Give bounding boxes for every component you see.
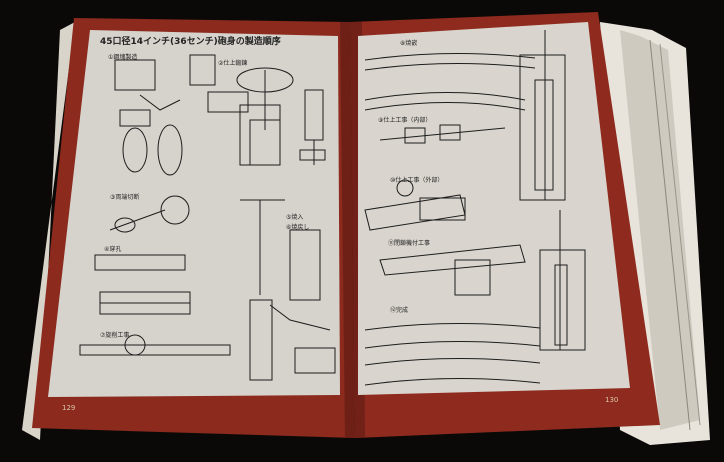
- left-page-drawings: [79, 54, 336, 381]
- page-stack-left: [22, 22, 75, 440]
- step-label: ③両端切断: [110, 194, 140, 201]
- saw-blade-sketch: [160, 195, 190, 225]
- step-label: ⑫完成: [390, 307, 409, 314]
- right-page-drawings: [364, 30, 586, 386]
- step-label: ⑩仕上工事（外部）: [390, 177, 444, 184]
- furnace-pit-sketch: [519, 54, 566, 201]
- step-label: ⑦旋削工事: [100, 332, 130, 339]
- step-label: ④穿孔: [104, 246, 122, 253]
- furnace-sketch: [114, 59, 156, 91]
- step-label: ⑪閉鎖機付工事: [388, 240, 431, 247]
- step-label: ⑧焼嵌: [400, 40, 418, 47]
- step-label: ①鋼塊製造: [108, 54, 138, 61]
- left-page-heading: 45口径14インチ(36センチ)砲身の製造順序: [100, 37, 281, 47]
- right-page-number: 130: [605, 396, 619, 404]
- left-page-number: 129: [62, 404, 76, 412]
- step-label: ②仕上鍛錬: [218, 60, 248, 67]
- step-label: ⑤焼入: [286, 214, 304, 221]
- step-label: ⑥焼戻し: [286, 224, 310, 231]
- right-content-area: [358, 22, 630, 395]
- step-label: ⑨仕上工事（内部）: [378, 117, 432, 124]
- left-content-area: [48, 30, 340, 397]
